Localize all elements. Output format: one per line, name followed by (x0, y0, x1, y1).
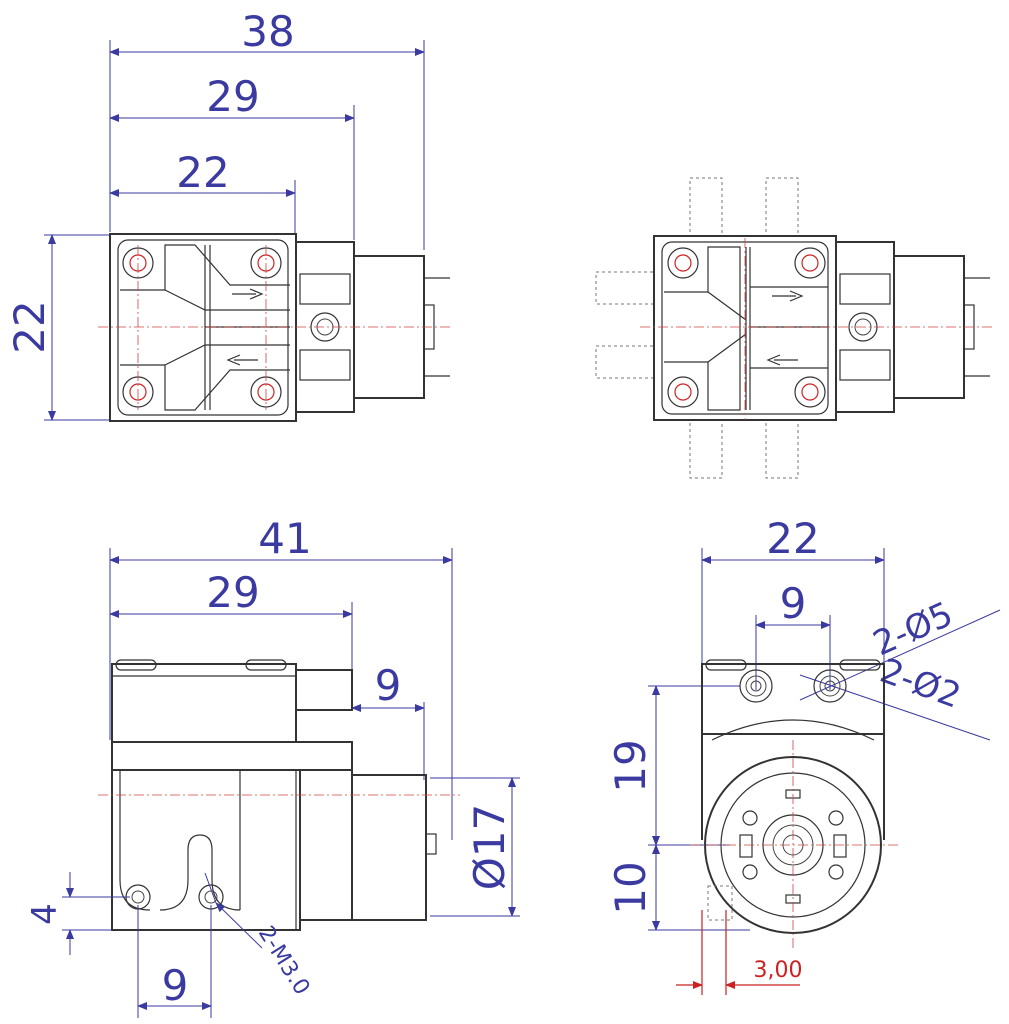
screw-hole-2-tl (667, 247, 699, 279)
port-2 (813, 669, 847, 703)
top-view: 38 29 22 22 (5, 7, 450, 422)
dim-9-side: 9 (375, 661, 402, 710)
dim-19: 19 (606, 739, 655, 792)
screw-hole-2-bl (667, 376, 699, 408)
dim-22-height: 22 (5, 300, 54, 353)
dim-22-width: 22 (176, 148, 229, 197)
end-view: 22 9 2-Ø5 2-Ø2 19 10 (606, 514, 1001, 995)
dim-9-bottom: 9 (162, 961, 189, 1010)
dim-29: 29 (206, 72, 259, 121)
dim-9-end: 9 (780, 579, 807, 628)
side-view: 41 29 9 Ø17 4 9 (25, 514, 520, 1018)
dim-m3: 2-M3.0 (253, 922, 314, 1000)
dim-phi17: Ø17 (465, 804, 514, 891)
top-view-with-fittings (595, 177, 992, 479)
dim-38: 38 (241, 7, 294, 56)
dim-phi5: 2-Ø5 (867, 594, 958, 664)
dim-4: 4 (25, 903, 65, 925)
dim-29-side: 29 (206, 568, 259, 617)
dim-phi2: 2-Ø2 (875, 651, 966, 717)
dim-3-00: 3,00 (754, 958, 803, 983)
screw-hole-2-tr (794, 247, 826, 279)
dim-41: 41 (258, 514, 311, 563)
dim-10: 10 (606, 861, 655, 914)
screw-hole-2-br (794, 376, 826, 408)
dim-22-end: 22 (766, 514, 819, 563)
port-1 (739, 669, 773, 703)
